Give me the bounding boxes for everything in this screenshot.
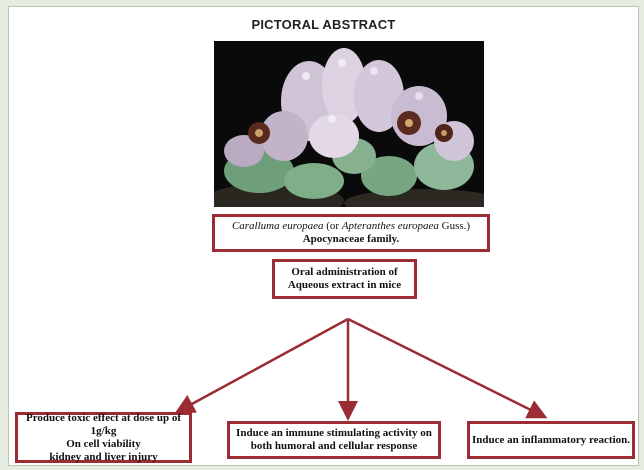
species-paren-open: (or [323,220,342,232]
administration-line-2: Aqueous extract in mice [287,279,402,291]
family-label: Apocynaceae family. [302,233,400,245]
diagram-title: PICTORAL ABSTRACT [251,17,396,32]
administration-line-1: Oral administration of [291,266,398,278]
immune-activity-box: Induce an immune stimulating activity on… [227,421,441,459]
plant-photo [214,41,484,207]
abstract-panel: PICTORAL ABSTRACT [8,6,639,466]
toxic-line-2: On cell viability [66,437,141,450]
inflammatory-line-1: Induce an inflammatory reaction. [471,433,631,446]
species-box: Caralluma europaea (or Apteranthes europ… [212,214,490,252]
immune-line-2: both humoral and cellular response [250,440,418,452]
toxic-line-1: Produce toxic effect at dose up of 1g/kg [26,411,181,437]
species-author: Guss.) [438,220,471,232]
inflammatory-box: Induce an inflammatory reaction. [467,421,635,459]
species-line: Caralluma europaea (or Apteranthes europ… [232,220,470,233]
species-name-primary: Caralluma europaea [231,220,324,232]
arrow-to-toxic [174,317,349,414]
toxic-line-3: kidney and liver injury [49,450,158,463]
immune-line-1: Induce an immune stimulating activity on [236,427,432,439]
toxic-effect-box: Produce toxic effect at dose up of 1g/kg… [15,412,192,463]
administration-box: Oral administration of Aqueous extract i… [272,259,417,299]
arrow-to-inflammatory [347,317,548,419]
species-name-synonym: Apteranthes europaea [341,220,439,232]
